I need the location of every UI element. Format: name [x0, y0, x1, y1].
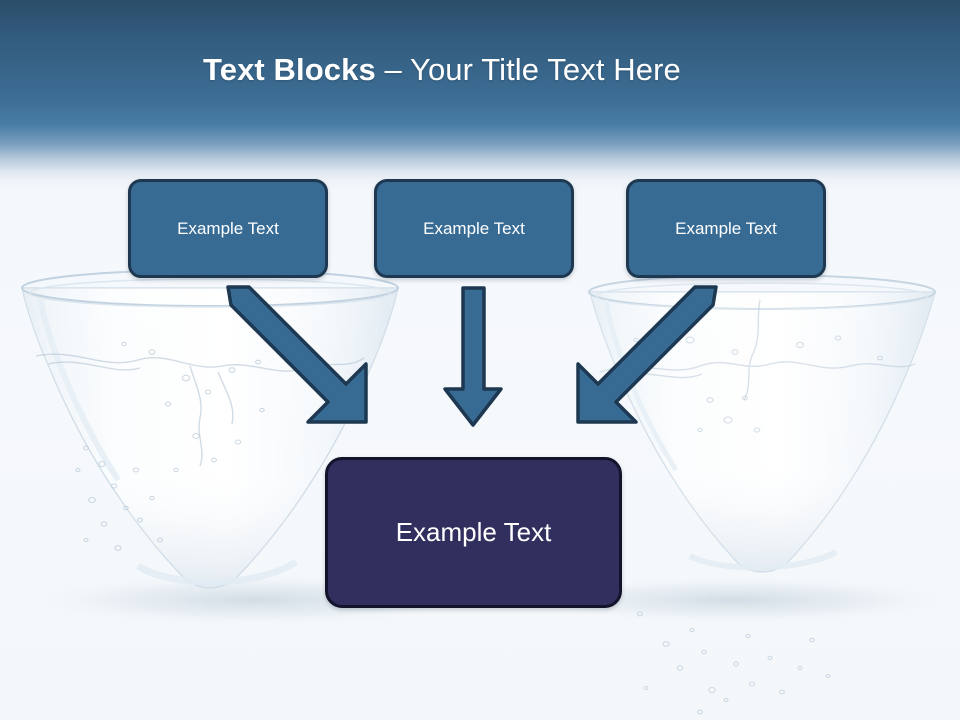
- bubbles-bottom-right: [637, 611, 831, 715]
- result-text-block-label: Example Text: [395, 517, 552, 547]
- text-block-1[interactable]: Example Text: [128, 179, 328, 278]
- result-text-block[interactable]: Example Text: [325, 457, 622, 608]
- page-title-separator: –: [375, 52, 411, 87]
- page-title-strong: Text Blocks: [203, 52, 376, 87]
- page-title-light: Your Title Text Here: [410, 52, 681, 87]
- text-block-2-label: Example Text: [423, 218, 525, 238]
- text-block-3-label: Example Text: [675, 218, 777, 238]
- text-block-3[interactable]: Example Text: [626, 179, 826, 278]
- text-block-2[interactable]: Example Text: [374, 179, 574, 278]
- page-title: Text Blocks – Your Title Text Here: [203, 52, 681, 88]
- text-block-1-label: Example Text: [177, 218, 279, 238]
